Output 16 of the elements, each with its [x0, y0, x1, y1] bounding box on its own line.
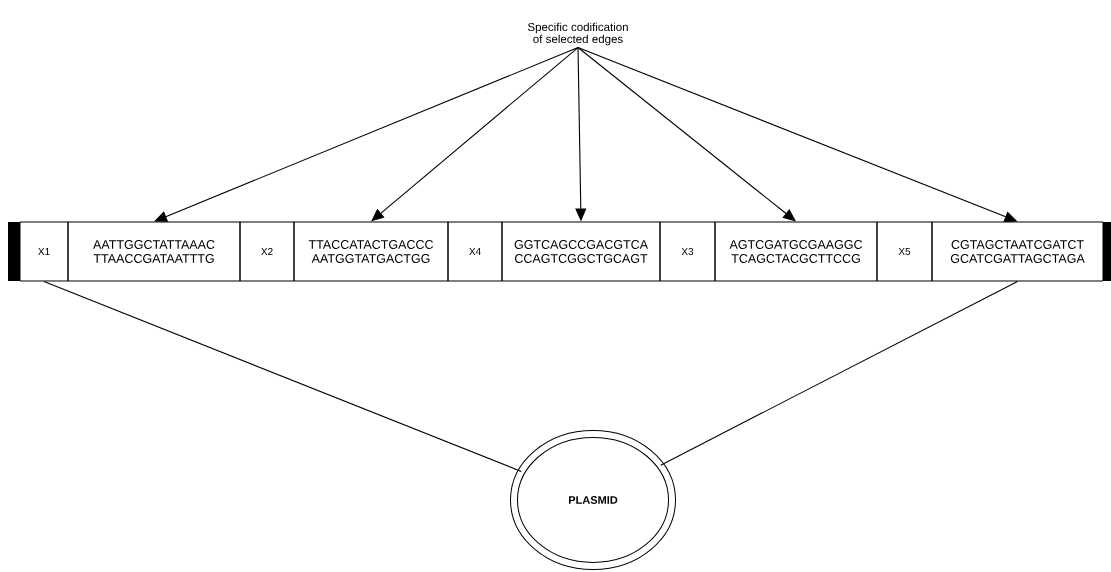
arrow [371, 47, 579, 222]
arrow [154, 47, 579, 222]
sequence-box: GGTCAGCCGACGTCA CCAGTCGGCTGCAGT [501, 221, 661, 282]
sequence-box: AGTCGATGCGAAGGC TCAGCTACGCTTCCG [714, 221, 878, 282]
sequence-box: CGTAGCTAATCGATCT GCATCGATTAGCTAGA [931, 221, 1104, 282]
label-box: X4 [447, 221, 503, 282]
label-box: X2 [239, 221, 295, 282]
arrow [577, 47, 796, 222]
sequence-box: AATTGGCTATTAAAC TTAACCGATAATTTG [67, 221, 241, 282]
label-box: X1 [19, 221, 69, 282]
label-box: X5 [876, 221, 933, 282]
sequence-box: TTACCATACTGACCC AATGGTATGACTGG [293, 221, 449, 282]
label-box: X3 [659, 221, 716, 282]
line [660, 280, 1019, 466]
heading-text: Specific codification of selected edges [527, 22, 628, 46]
line [43, 280, 522, 472]
